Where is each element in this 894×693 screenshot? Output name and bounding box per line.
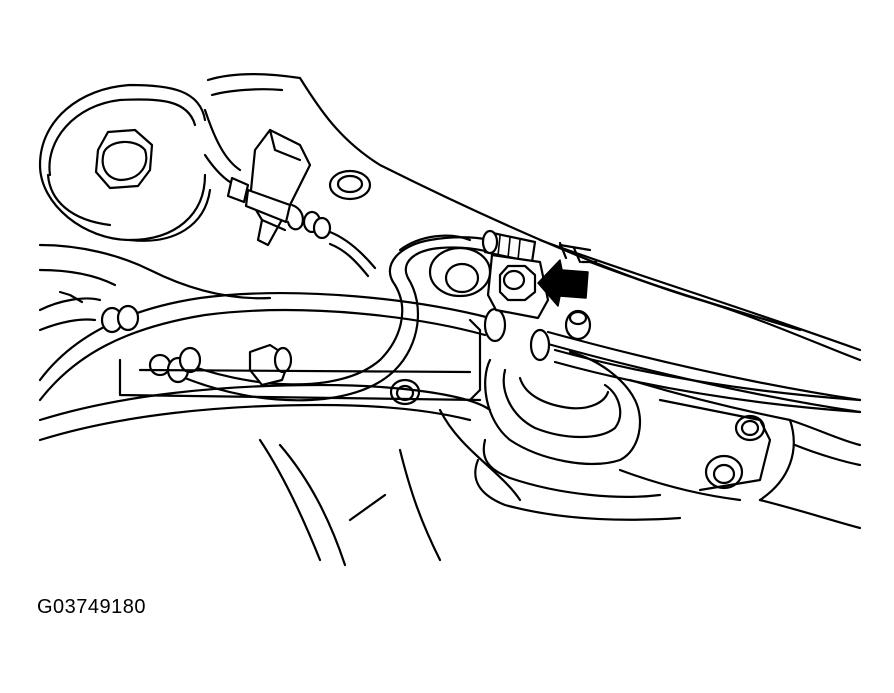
hub-disc xyxy=(38,83,212,242)
lower-bushing xyxy=(474,350,682,521)
hub-nut xyxy=(94,128,154,190)
arrow-indicator-icon xyxy=(537,259,589,307)
upper-mount xyxy=(398,234,492,298)
figure-code: G03749180 xyxy=(37,596,147,618)
center-plate xyxy=(118,358,482,406)
brake-hose-main xyxy=(38,292,862,414)
bracket-pin xyxy=(564,309,592,341)
grommet-hole xyxy=(328,169,372,201)
hose-fittings xyxy=(100,304,551,387)
brake-hose-loop xyxy=(173,236,492,402)
lower-structure xyxy=(258,408,522,567)
right-bracket xyxy=(618,378,862,530)
bolt xyxy=(498,264,537,302)
dash-marks xyxy=(558,243,598,264)
lower-control-arm xyxy=(38,243,492,442)
sensor-connector xyxy=(203,153,377,278)
